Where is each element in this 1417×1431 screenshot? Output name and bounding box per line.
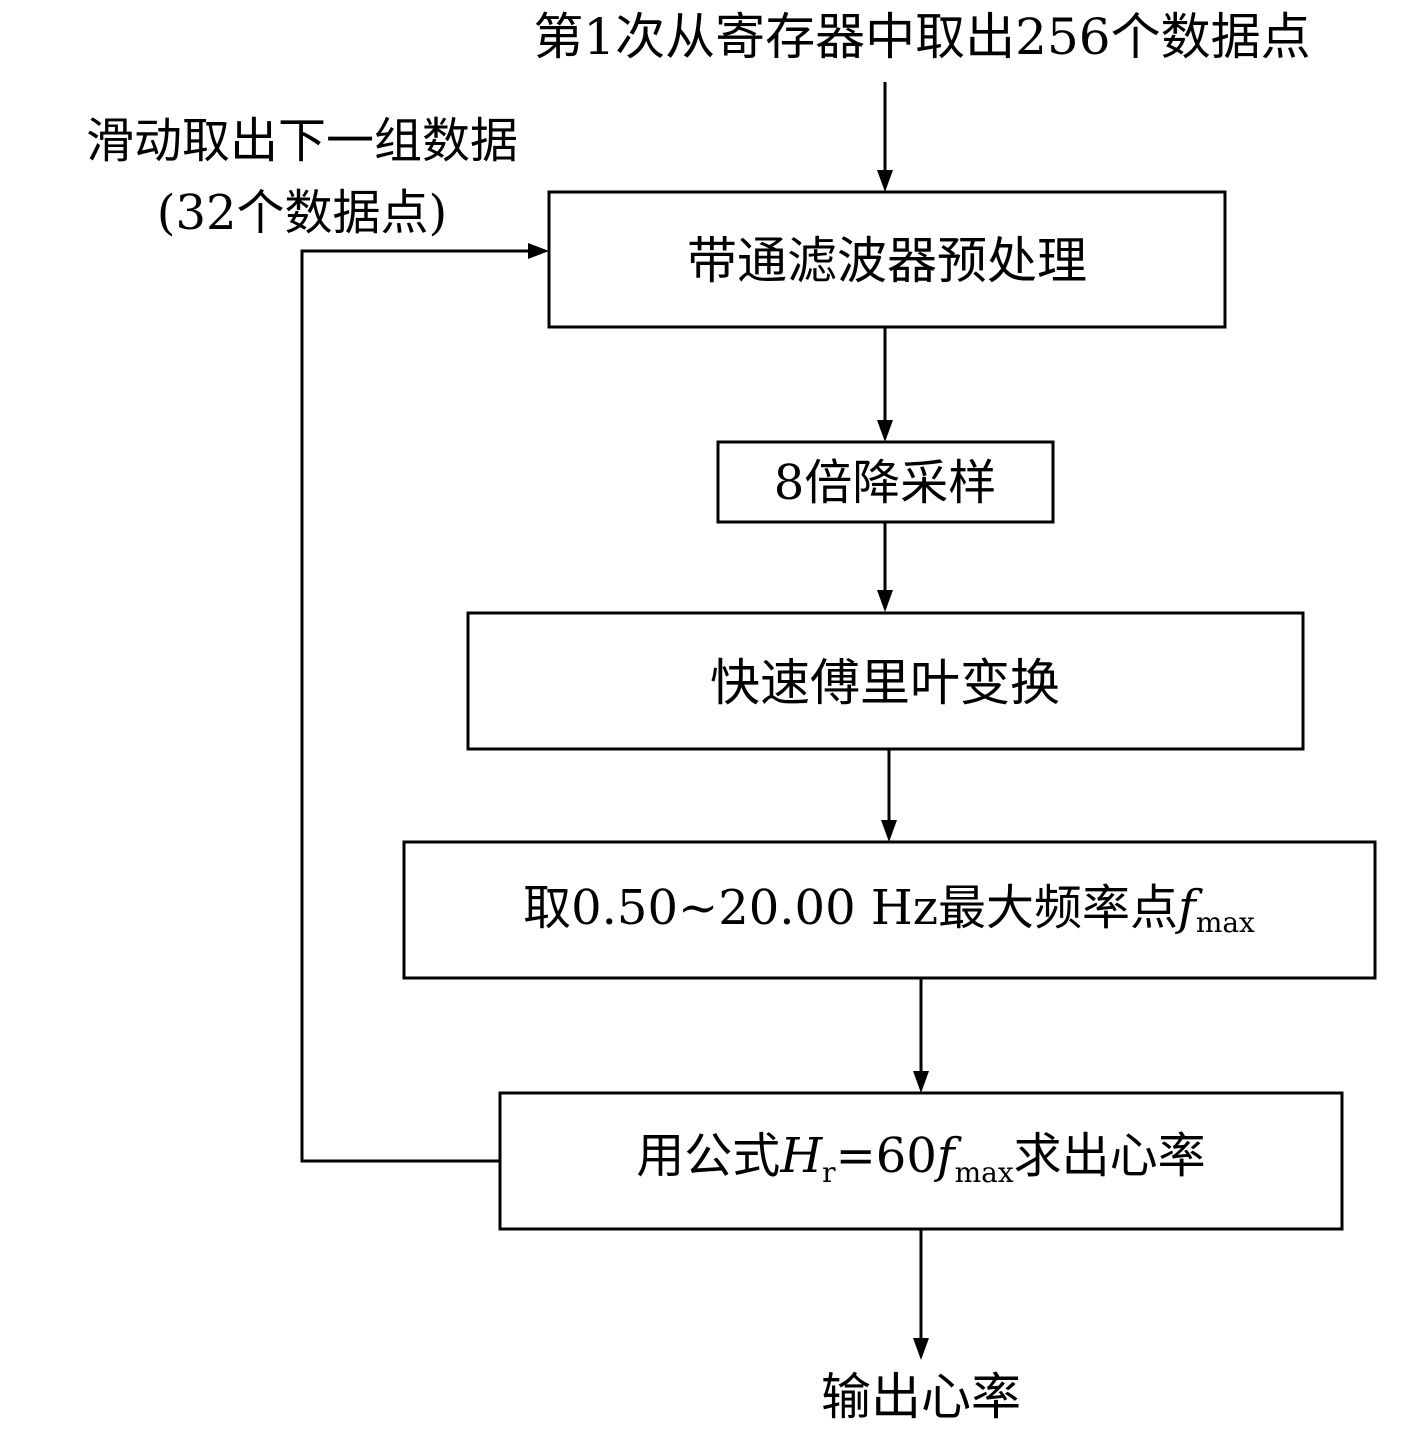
peak-sub-max: max <box>1196 906 1255 939</box>
loop-label-line2: (32个数据点) <box>157 185 448 241</box>
step-bandpass-label: 带通滤波器预处理 <box>687 232 1087 290</box>
arrow-input-to-bandpass <box>877 82 893 192</box>
step-peak-box: 取0.50~20.00 Hz最大频率点fmax <box>402 840 1377 980</box>
loop-label-line1: 滑动取出下一组数据 <box>86 113 518 169</box>
arrow-fft-to-peak <box>881 749 897 842</box>
arrow-bandpass-to-downsample <box>877 327 893 442</box>
step-bandpass-box: 带通滤波器预处理 <box>547 190 1227 329</box>
step-peak-label: 取0.50~20.00 Hz最大频率点fmax <box>523 880 1255 939</box>
hr-sub-r: r <box>822 1156 836 1189</box>
hr-suffix: 求出心率 <box>1014 1128 1206 1184</box>
hr-prefix: 用公式 <box>636 1128 780 1184</box>
output-label: 输出心率 <box>821 1368 1021 1426</box>
step-downsample-label: 8倍降采样 <box>774 455 997 511</box>
hr-var-h: H <box>779 1128 823 1184</box>
hr-sub-max: max <box>955 1156 1014 1189</box>
peak-prefix: 取0.50~20.00 Hz最大频率点 <box>523 880 1178 936</box>
arrow-peak-to-heartrate <box>913 978 929 1093</box>
step-fft-label: 快速傅里叶变换 <box>710 654 1060 712</box>
arrow-heartrate-to-output <box>913 1229 929 1360</box>
hr-eq: =60 <box>836 1128 937 1184</box>
step-fft-box: 快速傅里叶变换 <box>466 611 1305 751</box>
arrow-downsample-to-fft <box>877 522 893 612</box>
input-label: 第1次从寄存器中取出256个数据点 <box>533 8 1310 66</box>
step-downsample-box: 8倍降采样 <box>716 440 1055 524</box>
step-heartrate-label: 用公式Hr=60fmax求出心率 <box>636 1128 1205 1189</box>
feedback-loop-arrow <box>300 243 549 1163</box>
step-heartrate-box: 用公式Hr=60fmax求出心率 <box>498 1091 1344 1231</box>
